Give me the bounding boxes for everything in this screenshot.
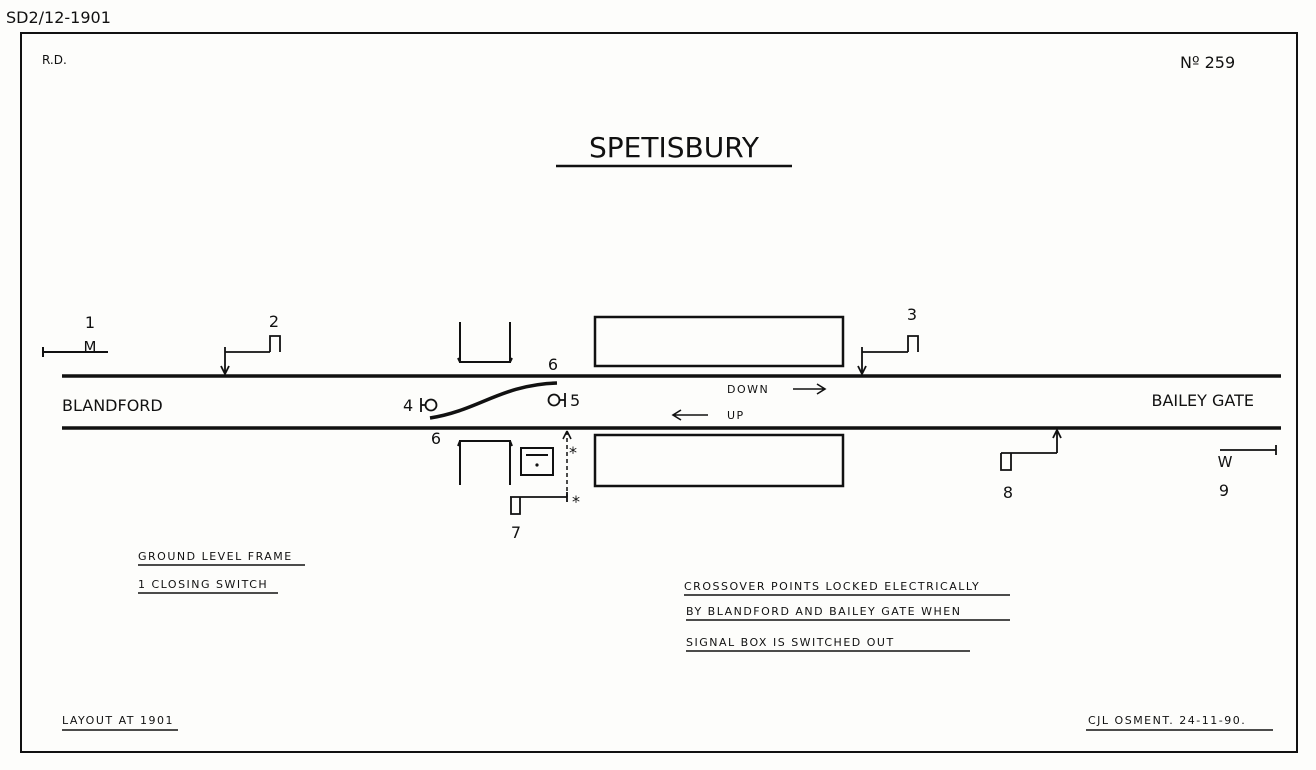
signal-5-disc-icon bbox=[547, 393, 561, 407]
asterisk-lower: * bbox=[572, 492, 580, 511]
signal-1-post bbox=[42, 347, 108, 357]
signal-5-disc-post bbox=[559, 393, 566, 407]
place-right: BAILEY GATE bbox=[1151, 391, 1254, 410]
footer-layout-date: LAYOUT AT 1901 bbox=[62, 714, 174, 727]
diagram-border bbox=[20, 32, 1298, 753]
signal-8-label: 8 bbox=[1003, 483, 1013, 502]
signal-2 bbox=[220, 335, 281, 377]
signal-8 bbox=[1000, 427, 1062, 471]
signal-4-label: 4 bbox=[403, 396, 413, 415]
arrow-left-icon bbox=[671, 409, 708, 421]
down-platform bbox=[593, 315, 845, 368]
direction-down: DOWN bbox=[727, 383, 769, 396]
points-6-label-upper: 6 bbox=[548, 355, 558, 374]
signal-5-label: 5 bbox=[570, 391, 580, 410]
arrow-right-icon bbox=[793, 383, 827, 395]
note-crossover-2: BY BLANDFORD AND BAILEY GATE WHEN bbox=[686, 605, 961, 618]
note-closing-switch: 1 CLOSING SWITCH bbox=[138, 578, 268, 591]
building-lower bbox=[457, 440, 513, 485]
signal-9-post bbox=[1220, 445, 1277, 455]
signal-3 bbox=[857, 335, 919, 377]
signal-1-mark: M bbox=[84, 338, 97, 356]
up-platform bbox=[593, 433, 845, 488]
signal-7-label: 7 bbox=[511, 523, 521, 542]
signal-9-mark: W bbox=[1218, 453, 1233, 471]
note-ground-frame: GROUND LEVEL FRAME bbox=[138, 550, 293, 563]
station-title: SPETISBURY bbox=[589, 131, 760, 164]
note-crossover-1: CROSSOVER POINTS LOCKED ELECTRICALLY bbox=[684, 580, 980, 593]
ground-frame-box bbox=[520, 447, 554, 476]
initials: R.D. bbox=[42, 53, 67, 67]
direction-up: UP bbox=[727, 409, 745, 422]
points-6-label-lower: 6 bbox=[431, 429, 441, 448]
building-upper bbox=[457, 322, 513, 363]
note-crossover-3: SIGNAL BOX IS SWITCHED OUT bbox=[686, 636, 895, 649]
reference-code: SD2/12-1901 bbox=[6, 8, 111, 27]
footer-author: CJL OSMENT. 24-11-90. bbox=[1088, 714, 1246, 727]
place-left: BLANDFORD bbox=[62, 396, 163, 415]
crossover-points bbox=[429, 381, 558, 420]
signal-7 bbox=[510, 492, 568, 515]
signal-3-label: 3 bbox=[907, 305, 917, 324]
signal-4-disc-icon bbox=[424, 398, 438, 412]
asterisk-upper: * bbox=[569, 443, 577, 462]
signal-2-label: 2 bbox=[269, 312, 279, 331]
ground-frame-dot bbox=[535, 463, 539, 467]
diagram-number: Nº 259 bbox=[1180, 53, 1235, 72]
signal-9-label: 9 bbox=[1219, 481, 1229, 500]
signal-1-label: 1 bbox=[85, 313, 95, 332]
